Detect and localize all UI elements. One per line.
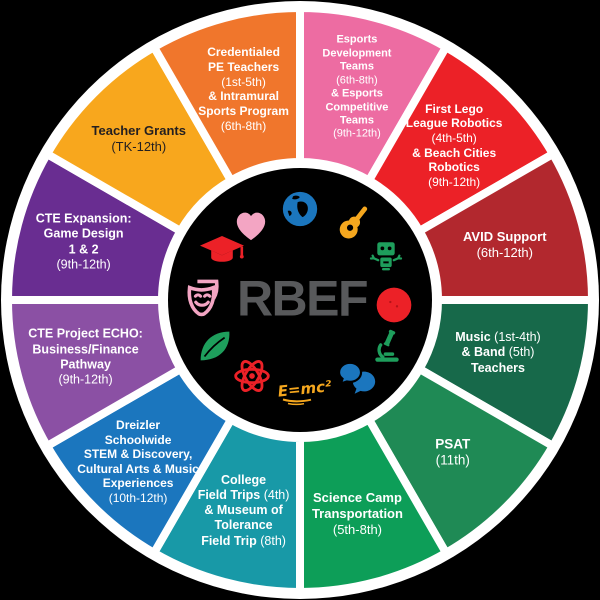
rbef-logo-text: RBEF	[236, 270, 369, 327]
wheel-segment-credentialed-pe-teachers	[150, 4, 304, 185]
wheel-segment-cte-expansion-game-design	[4, 150, 185, 304]
robot-icon	[368, 238, 404, 274]
speech-bubbles-icon	[333, 356, 377, 400]
segment-label-psat: PSAT(11th)	[435, 436, 471, 468]
wheel-center-disc	[168, 168, 432, 432]
globe-icon	[280, 189, 320, 229]
wheel-segment-science-camp-transportation	[296, 415, 450, 596]
einstein-formula-icon: E=mc²	[275, 377, 333, 407]
wheel-segment-teacher-grants	[43, 43, 235, 235]
segment-label-music-band-teachers: Music (1st-4th)& Band (5th)Teachers	[455, 330, 541, 375]
wheel-segment-avid-support	[415, 150, 596, 304]
segment-label-teacher-grants: Teacher Grants(TK-12th)	[91, 122, 186, 154]
microscope-icon	[369, 329, 405, 365]
segment-label-avid-support: AVID Support(6th-12th)	[463, 229, 547, 261]
wheel-segment-college-field-trips	[150, 415, 304, 596]
svg-text:E=mc²: E=mc²	[277, 377, 331, 401]
atom-icon	[232, 356, 272, 396]
theater-masks-icon	[181, 275, 229, 323]
wheel-segment-dreizler-schoolwide-stem	[43, 365, 235, 557]
wheel-segment-esports	[296, 4, 450, 185]
heart-icon	[231, 206, 271, 246]
wheel-segment-cte-project-echo	[4, 296, 185, 450]
leaf-icon	[194, 325, 236, 367]
graduation-cap-icon	[198, 230, 246, 278]
guitar-icon	[331, 202, 375, 246]
wheel-segment-music-band-teachers	[415, 296, 596, 450]
wheel-segment-psat	[365, 365, 557, 557]
wheel-segment-first-lego-league-robotics	[365, 43, 557, 235]
ball-icon	[374, 285, 414, 325]
